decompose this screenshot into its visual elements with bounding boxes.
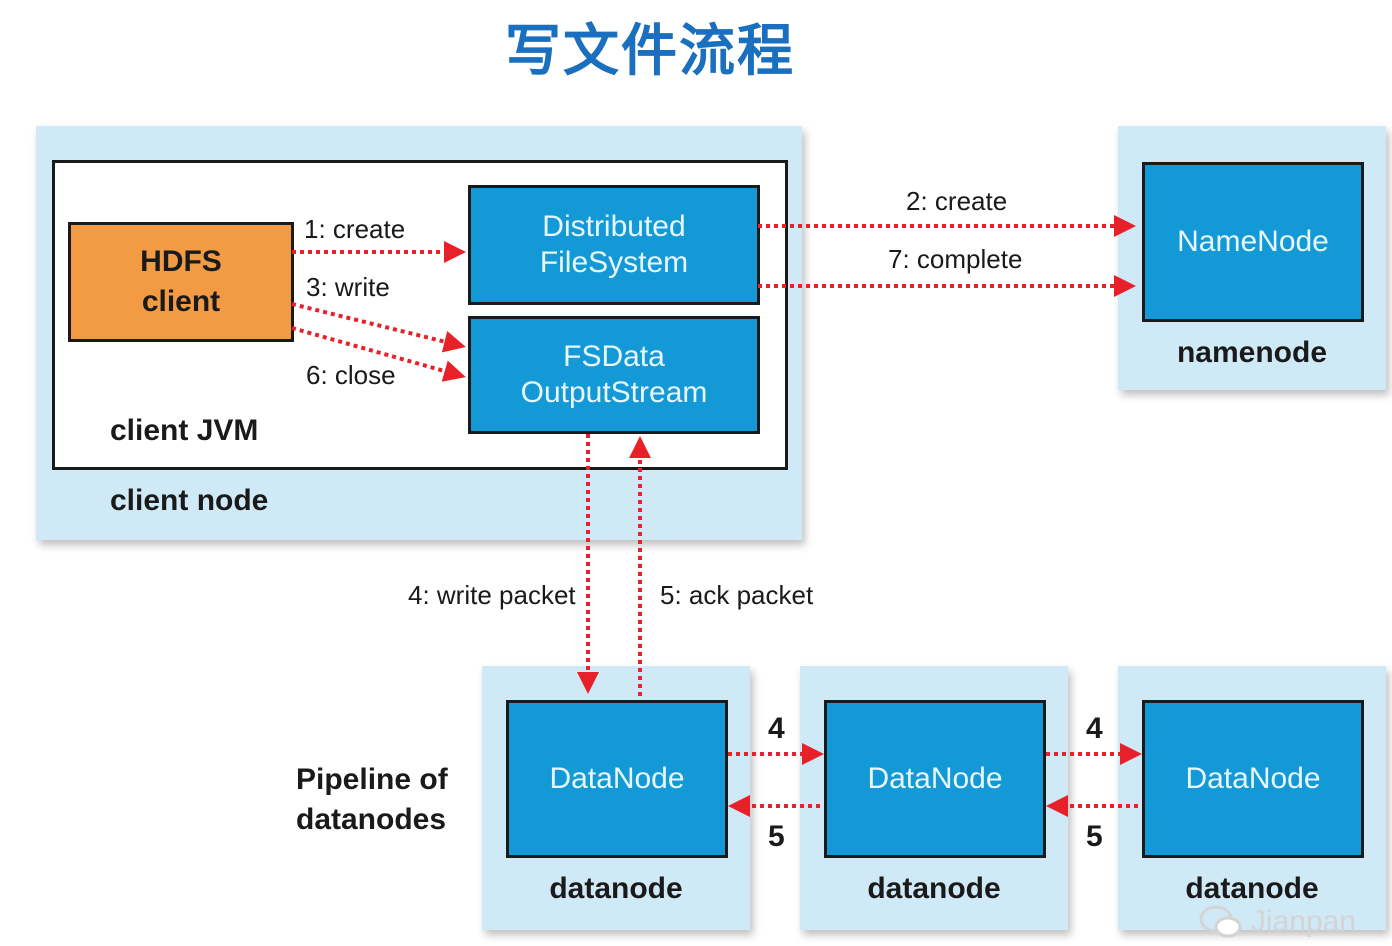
datanode-box-1: DataNode <box>506 700 728 858</box>
watermark-text: Jianpan <box>1250 905 1356 938</box>
edge-label-write-packet-4: 4: write packet <box>408 580 576 610</box>
namenode-panel-label: namenode <box>1176 336 1328 369</box>
edge-label-write-3: 3: write <box>306 272 390 302</box>
edge-label-complete-7: 7: complete <box>888 244 1023 274</box>
distributed-filesystem-box: Distributed FileSystem <box>468 185 760 305</box>
fsdos-label-line2: OutputStream <box>520 376 708 409</box>
datanode-box-label-3: DataNode <box>1185 762 1321 795</box>
namenode-box-label: NameNode <box>1177 225 1329 258</box>
datanode-box-3: DataNode <box>1142 700 1364 858</box>
dfs-label-line1: Distributed <box>542 210 686 243</box>
datanode-panel-label-2: datanode <box>867 872 1001 905</box>
datanode-box-2: DataNode <box>824 700 1046 858</box>
edge-label-create-1: 1: create <box>304 214 406 244</box>
watermark: Jianpan <box>1199 904 1356 940</box>
datanode-box-label-2: DataNode <box>867 762 1003 795</box>
edge-label-ack-packet-5: 5: ack packet <box>660 580 814 610</box>
pipeline-label-line2: datanodes <box>296 803 447 836</box>
hdfs-client-label-line1: HDFS <box>140 245 222 278</box>
client-node-label: client node <box>110 484 269 517</box>
hdfs-client-box: HDFS client <box>68 222 294 342</box>
pipe-back-label-1: 5 <box>768 820 785 853</box>
fsdos-label-line1: FSData <box>563 340 665 373</box>
datanode-panel-label-3: datanode <box>1185 872 1319 905</box>
dfs-label-line2: FileSystem <box>539 246 689 279</box>
edge-label-close-6: 6: close <box>306 360 396 390</box>
client-jvm-label: client JVM <box>110 414 259 447</box>
pipe-forward-label-2: 4 <box>1086 712 1103 745</box>
wechat-icon <box>1199 905 1242 938</box>
pipe-forward-label-1: 4 <box>768 712 785 745</box>
page-title: 写文件流程 <box>505 19 795 84</box>
datanode-box-label-1: DataNode <box>549 762 685 795</box>
edge-label-create-2: 2: create <box>906 186 1008 216</box>
fsdata-outputstream-box: FSData OutputStream <box>468 316 760 434</box>
pipeline-label: Pipeline of datanodes <box>296 760 448 840</box>
pipeline-label-line1: Pipeline of <box>296 763 448 796</box>
hdfs-client-label-line2: client <box>141 285 221 318</box>
datanode-panel-label-1: datanode <box>549 872 683 905</box>
pipe-back-label-2: 5 <box>1086 820 1103 853</box>
arrow-close-6 <box>291 326 466 382</box>
arrow-write-3 <box>291 302 466 353</box>
namenode-box: NameNode <box>1142 162 1364 322</box>
